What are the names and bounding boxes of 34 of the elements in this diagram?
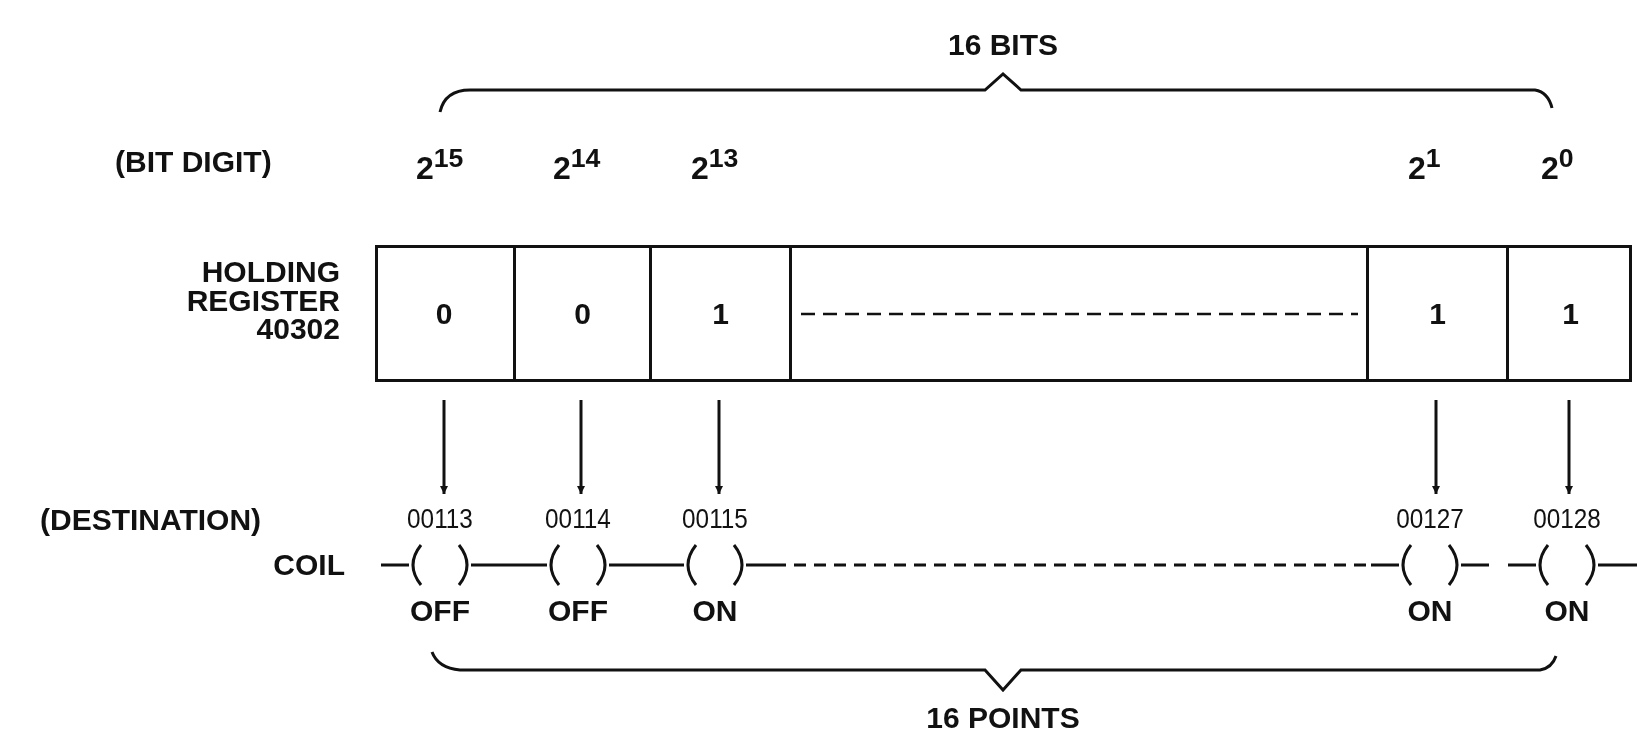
row-label: COIL <box>273 550 345 580</box>
coil-address: 00128 <box>1532 506 1602 533</box>
bit-cell: 0 <box>375 248 513 379</box>
bit-weight-label: 2$^{15}$ <box>416 145 464 184</box>
bit-weight-label: 2$^{14}$ <box>553 145 601 184</box>
connector-line <box>1626 563 1637 567</box>
bit-weight-label: 2$^{1}$ <box>1408 145 1441 184</box>
row-label: (BIT DIGIT) <box>115 147 272 177</box>
coil-address: 00115 <box>681 506 749 533</box>
bracket-label: 16 BITS <box>948 30 1058 60</box>
arrow <box>1432 400 1440 494</box>
bit-weight-label: 2$^{13}$ <box>691 145 739 184</box>
arrow <box>577 400 585 494</box>
row-label: (DESTINATION) <box>40 505 262 535</box>
coil-state: OFF <box>547 596 609 626</box>
bracket-label: 16 POINTS <box>926 703 1080 733</box>
connector-line <box>637 563 656 567</box>
connector-line <box>499 563 519 567</box>
coil-state: ON <box>691 596 739 626</box>
coil-address: 00114 <box>544 506 612 533</box>
coil-state: ON <box>1543 596 1591 626</box>
coil-state: ON <box>1406 596 1454 626</box>
register-label: HOLDING REGISTER 40302 <box>185 258 340 344</box>
bit-cell: 1 <box>1506 248 1632 379</box>
coil-address: 00127 <box>1395 506 1465 533</box>
coil-address: 00113 <box>406 506 474 533</box>
arrow <box>715 400 723 494</box>
bit-cell: 0 <box>513 248 649 379</box>
bit-weight-label: 2$^{0}$ <box>1541 145 1574 184</box>
bit-cell: 1 <box>649 248 789 379</box>
bit-cell: 1 <box>1366 248 1506 379</box>
arrow <box>1565 400 1573 494</box>
arrow <box>440 400 448 494</box>
coil-state: OFF <box>409 596 471 626</box>
